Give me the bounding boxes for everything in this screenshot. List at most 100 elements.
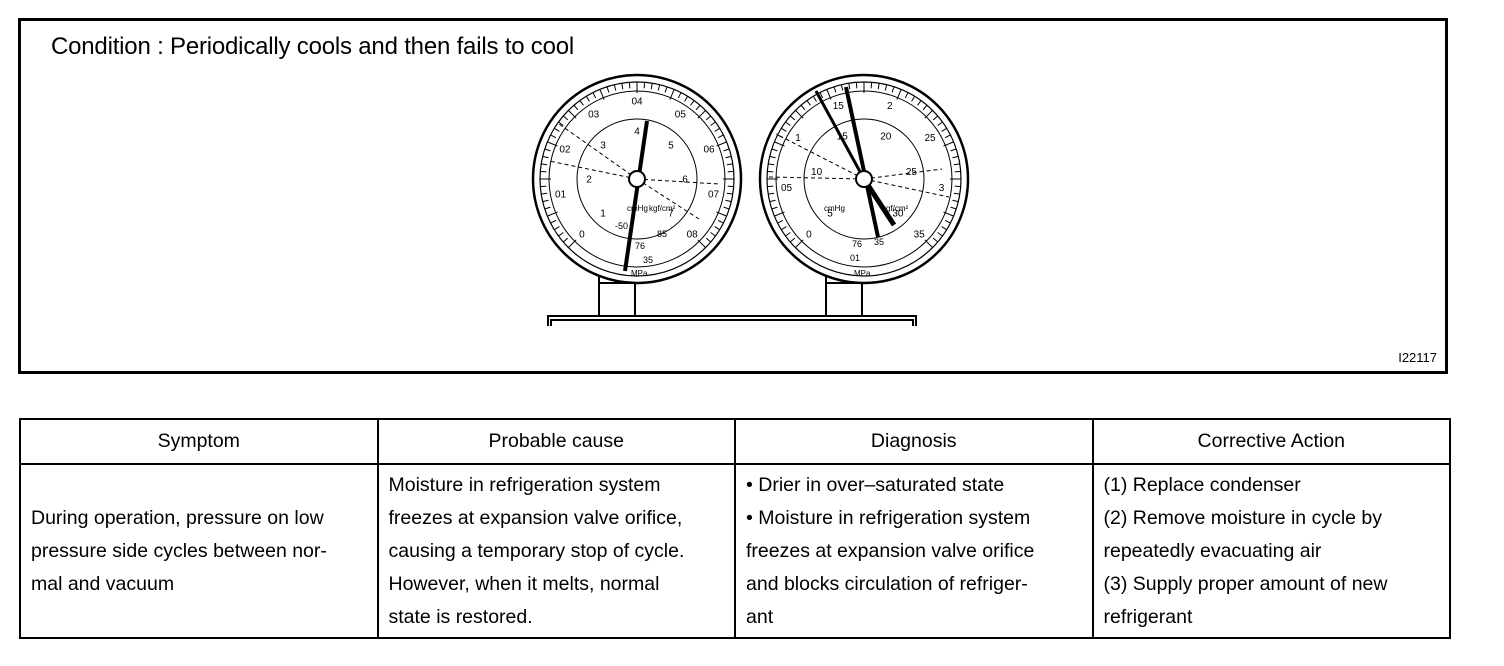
dial-tick — [717, 134, 724, 139]
low-outer-scale-label: 08 — [687, 230, 699, 241]
dial-tick — [613, 84, 617, 91]
low-outer-scale-label: 02 — [559, 145, 571, 156]
dial-tick — [562, 115, 569, 121]
dial-tick — [833, 86, 837, 93]
dial-tick — [684, 96, 689, 102]
high-unit-kgf: kgf/cm² — [882, 204, 909, 213]
high-gauge-needle-2 — [844, 86, 880, 238]
high-inner-scale-label: 25 — [906, 167, 918, 178]
dial-tick — [768, 192, 775, 195]
dial-tick — [695, 104, 701, 111]
dial-tick — [585, 96, 590, 102]
low-gauge-ticks — [540, 82, 734, 248]
cause-line: freezes at expansion valve orifice, — [388, 506, 683, 529]
table-header-row: Symptom Probable cause Diagnosis Correct… — [19, 418, 1451, 465]
dial-tick — [789, 237, 796, 243]
dial-tick — [877, 83, 880, 90]
dial-tick — [714, 127, 720, 132]
dial-tick — [941, 127, 947, 132]
dial-tick — [924, 110, 933, 119]
low-outer-scale-label: 06 — [704, 145, 716, 156]
dial-tick — [544, 148, 551, 152]
dial-tick — [697, 239, 706, 248]
high-gauge-ticks — [767, 82, 961, 248]
diagnosis-table: Symptom Probable cause Diagnosis Correct… — [19, 418, 1451, 639]
dial-tick — [819, 92, 824, 99]
dial-tick — [806, 100, 811, 106]
dial-tick — [723, 148, 730, 152]
low-unit-kgf: kgf/cm² — [649, 204, 676, 213]
low-unit-mpa: MPa — [631, 269, 648, 278]
dial-tick — [884, 84, 888, 91]
high-outer-scale-label: 35 — [914, 230, 926, 241]
dial-tick — [705, 237, 712, 243]
low-unit-neg50: -50 — [615, 221, 628, 231]
dial-tick — [795, 110, 804, 119]
dial-tick — [952, 199, 959, 203]
dial-tick — [781, 127, 787, 132]
dial-tick — [911, 96, 916, 102]
high-outer-scale-label: 1 — [795, 133, 801, 144]
dial-tick — [800, 104, 806, 111]
diagnosis-cell: • Drier in over–saturated state • Moistu… — [734, 463, 1094, 639]
dial-tick — [621, 83, 624, 90]
action-line: (2) Remove moisture in cycle by — [1103, 506, 1383, 529]
dial-tick — [943, 141, 954, 147]
high-outer-scale-label: 15 — [833, 101, 845, 112]
dial-tick — [781, 226, 787, 231]
low-inner-scale-label: 1 — [600, 208, 606, 219]
low-outer-scale-label: 03 — [588, 110, 600, 121]
low-outer-scale-label: 01 — [555, 190, 567, 201]
dial-tick — [937, 232, 943, 237]
dial-tick — [768, 163, 775, 166]
dial-tick — [550, 219, 557, 224]
dial-tick — [717, 219, 724, 224]
header-probable-cause: Probable cause — [376, 418, 736, 465]
dial-tick — [950, 206, 957, 210]
dial-tick — [568, 110, 577, 119]
dial-tick — [950, 148, 957, 152]
probable-cause-cell: Moisture in refrigeration system freezes… — [376, 463, 736, 639]
action-line: repeatedly evacuating air — [1103, 539, 1322, 562]
low-inner-scale-label: 4 — [634, 127, 640, 138]
dial-tick — [785, 232, 791, 237]
diagnosis-line: • Moisture in refrigeration system — [746, 506, 1031, 529]
high-gauge-fluctuation-lines — [768, 133, 950, 198]
dial-tick — [944, 134, 951, 139]
symptom-line: pressure side cycles between nor- — [31, 539, 327, 562]
dial-tick — [789, 115, 796, 121]
low-inner-scale-label: 5 — [668, 141, 674, 152]
dial-tick — [669, 89, 675, 100]
cause-line: causing a temporary stop of cycle. — [388, 539, 685, 562]
table-row: During operation, pressure on low pressu… — [19, 463, 1451, 639]
dial-tick — [541, 192, 548, 195]
dial-tick — [896, 89, 902, 100]
action-line: (3) Supply proper amount of new — [1103, 572, 1388, 595]
dial-tick — [725, 155, 732, 159]
dial-tick — [716, 141, 727, 147]
dial-tick — [932, 115, 939, 121]
dial-tick — [726, 192, 733, 195]
low-inner-scale-label: 2 — [586, 175, 592, 186]
dial-tick — [558, 232, 564, 237]
high-inner-scale-label: 20 — [880, 132, 892, 143]
dial-tick — [550, 134, 557, 139]
high-inner-scale-label: 5 — [827, 208, 833, 219]
high-unit-76: 76 — [852, 239, 862, 249]
dial-tick — [716, 211, 727, 217]
dial-tick — [723, 206, 730, 210]
dial-tick — [562, 237, 569, 243]
dial-tick — [710, 232, 716, 237]
dial-tick — [917, 100, 922, 106]
header-diagnosis: Diagnosis — [734, 418, 1094, 465]
header-symptom: Symptom — [19, 418, 379, 465]
dial-tick — [599, 89, 605, 100]
high-unit-mpa: MPa — [854, 269, 871, 278]
dial-tick — [944, 219, 951, 224]
dial-tick — [774, 211, 785, 217]
figure-frame: Condition : Periodically cools and then … — [18, 18, 1448, 374]
dial-tick — [568, 239, 577, 248]
